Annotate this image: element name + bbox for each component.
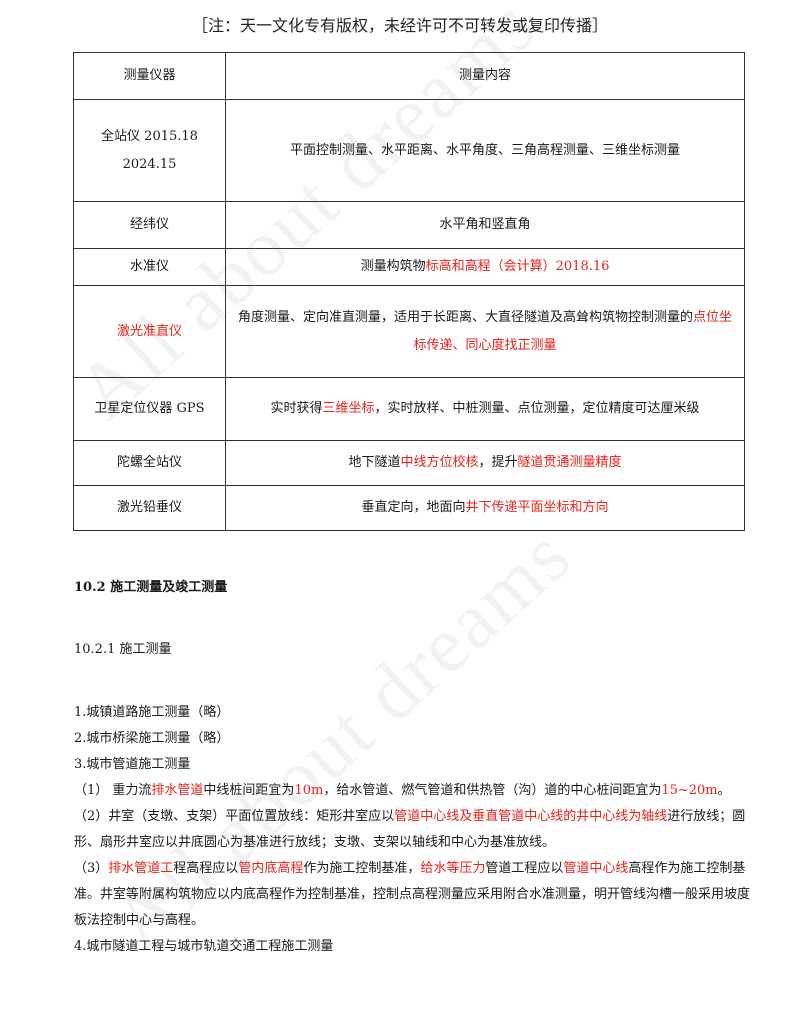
text-run: （3） [74, 861, 109, 876]
instrument-cell: 激光准直仪 [73, 285, 226, 378]
table-row: 卫星定位仪器 GPS 实时获得三维坐标，实时放样、中桩测量、点位测量，定位精度可达… [73, 377, 745, 441]
table-row: 水准仪 测量构筑物标高和高程（会计算）2018.16 [73, 248, 745, 286]
text-run: 水平角和竖直角 [439, 217, 531, 232]
text-run: 角度测量、定向准直测量，适用于长距离、大直径隧道及高耸构筑物控制测量的 [237, 309, 693, 325]
text-run: 陀螺全站仪 [116, 455, 182, 470]
instrument-cell: 全站仪 2015.18 2024.15 [73, 99, 226, 202]
highlight-text: 点位坐标传递、同心度找正测量 [413, 309, 733, 353]
header-instrument: 测量仪器 [73, 52, 226, 100]
highlight-text: 15~20m [661, 783, 718, 798]
text-run: 卫星定位仪器 GPS [94, 401, 205, 416]
text-run: 平面控制测量、水平距离、水平角度、三角高程测量、三维坐标测量 [289, 142, 680, 158]
highlight-text: 给水等压力 [420, 861, 486, 876]
text-run: 中线桩间距宜为 [203, 783, 295, 798]
instrument-cell: 水准仪 [73, 248, 226, 286]
content-cell: 测量构筑物标高和高程（会计算）2018.16 [225, 248, 745, 286]
paragraph: 1.城镇道路施工测量（略） [74, 700, 750, 726]
instrument-cell: 激光铅垂仪 [73, 485, 226, 531]
text-run: 地下隧道 [348, 455, 401, 470]
content-cell: 地下隧道中线方位校核，提升隧道贯通测量精度 [225, 440, 745, 486]
text-run: 激光铅垂仪 [116, 500, 182, 515]
copyright-notice: ［注：天一文化专有版权，未经许可不可转发或复印传播］ [191, 16, 608, 35]
content-cell: 平面控制测量、水平距离、水平角度、三角高程测量、三维坐标测量 [225, 99, 745, 202]
subsection-heading: 10.2.1 施工测量 [74, 642, 172, 657]
text-run: 。 [717, 783, 731, 798]
table-header-row: 测量仪器 测量内容 [73, 52, 745, 100]
table-row: 激光铅垂仪 垂直定向，地面向井下传递平面坐标和方向 [73, 485, 745, 531]
content-cell: 实时获得三维坐标，实时放样、中桩测量、点位测量，定位精度可达厘米级 [225, 377, 745, 441]
text-run: 作为施工控制基准， [303, 861, 421, 876]
highlight-text: 管内底高程 [238, 861, 304, 876]
text-run: （2）井室（支墩、支架）平面位置放线：矩形井室应以 [74, 809, 395, 824]
text-run: 1.城镇道路施工测量（略） [74, 705, 230, 720]
text-run: 2024.15 [122, 156, 177, 172]
text-run: 2.城市桥梁施工测量（略） [74, 731, 230, 746]
text-run: （1） 重力流 [74, 783, 152, 798]
header-content: 测量内容 [225, 52, 745, 100]
table-row: 全站仪 2015.18 2024.15 平面控制测量、水平距离、水平角度、三角高程测… [73, 99, 745, 202]
instrument-cell: 陀螺全站仪 [73, 440, 226, 486]
paragraph: 2.城市桥梁施工测量（略） [74, 726, 750, 752]
text-run: 4.城市隧道工程与城市轨道交通工程施工测量 [74, 939, 334, 954]
content-cell: 角度测量、定向准直测量，适用于长距离、大直径隧道及高耸构筑物控制测量的点位坐标传… [225, 285, 745, 378]
highlight-text: 井下传递平面坐标和方向 [465, 500, 609, 515]
text-run: 程高程应以 [173, 861, 239, 876]
highlight-text: 标高和高程（会计算）2018.16 [425, 259, 610, 274]
text-run: ，给水管道、燃气管道和供热管（沟）道的中心桩间距宜为 [323, 783, 662, 798]
text-run: 实时获得 [270, 401, 323, 416]
section-heading: 10.2 施工测量及竣工测量 [74, 580, 228, 595]
highlight-text: 管道中心线 [563, 861, 629, 876]
highlight-text: 10m [294, 783, 324, 798]
text-run: 测量构筑物 [360, 259, 426, 274]
text-run: 3.城市管道施工测量 [74, 757, 191, 772]
content-cell: 水平角和竖直角 [225, 201, 745, 249]
text-run: 垂直定向，地面向 [361, 500, 466, 515]
highlight-text: 管道中心线及垂直管道中心线的井中心线为轴线 [394, 809, 668, 824]
instrument-cell: 经纬仪 [73, 201, 226, 249]
content-cell: 垂直定向，地面向井下传递平面坐标和方向 [225, 485, 745, 531]
text-run: 水准仪 [129, 259, 169, 274]
paragraph: （3）排水管道工程高程应以管内底高程作为施工控制基准，给水等压力管道工程应以管道… [74, 856, 750, 934]
body-text: 1.城镇道路施工测量（略） 2.城市桥梁施工测量（略） 3.城市管道施工测量 （1） … [74, 700, 750, 960]
text-run: 全站仪 2015.18 [101, 128, 198, 144]
table-row: 激光准直仪 角度测量、定向准直测量，适用于长距离、大直径隧道及高耸构筑物控制测量的… [73, 285, 745, 378]
highlight-text: 隧道贯通测量精度 [517, 455, 622, 470]
text-run: 管道工程应以 [485, 861, 564, 876]
text-run: ，提升 [478, 455, 518, 470]
text-run: ，实时放样、中桩测量、点位测量，定位精度可达厘米级 [374, 401, 700, 416]
instrument-table: 测量仪器 测量内容 全站仪 2015.18 2024.15 平面控制测量、水平距离、… [73, 52, 745, 531]
highlight-text: 排水管道工 [108, 861, 174, 876]
text-run: 经纬仪 [129, 217, 169, 232]
paragraph: 3.城市管道施工测量 [74, 752, 750, 778]
table-row: 经纬仪 水平角和竖直角 [73, 201, 745, 249]
text-run: 进行放线；圆形、扇形井室应以井底圆心为基准进行放线；支墩、支架以轴线和中心为基准… [74, 809, 746, 850]
highlight-text: 激光准直仪 [116, 323, 182, 339]
text-run: 高程作为施工控制基准。井室等附属构筑物应以内底高程作为控制基准，控制点高程测量应… [74, 861, 751, 928]
paragraph: （2）井室（支墩、支架）平面位置放线：矩形井室应以管道中心线及垂直管道中心线的井… [74, 804, 750, 856]
table-row: 陀螺全站仪 地下隧道中线方位校核，提升隧道贯通测量精度 [73, 440, 745, 486]
instrument-cell: 卫星定位仪器 GPS [73, 377, 226, 441]
highlight-text: 中线方位校核 [400, 455, 479, 470]
highlight-text: 三维坐标 [322, 401, 375, 416]
paragraph: 4.城市隧道工程与城市轨道交通工程施工测量 [74, 934, 750, 960]
highlight-text: 排水管道 [151, 783, 204, 798]
paragraph: （1） 重力流排水管道中线桩间距宜为10m，给水管道、燃气管道和供热管（沟）道的… [74, 778, 750, 804]
